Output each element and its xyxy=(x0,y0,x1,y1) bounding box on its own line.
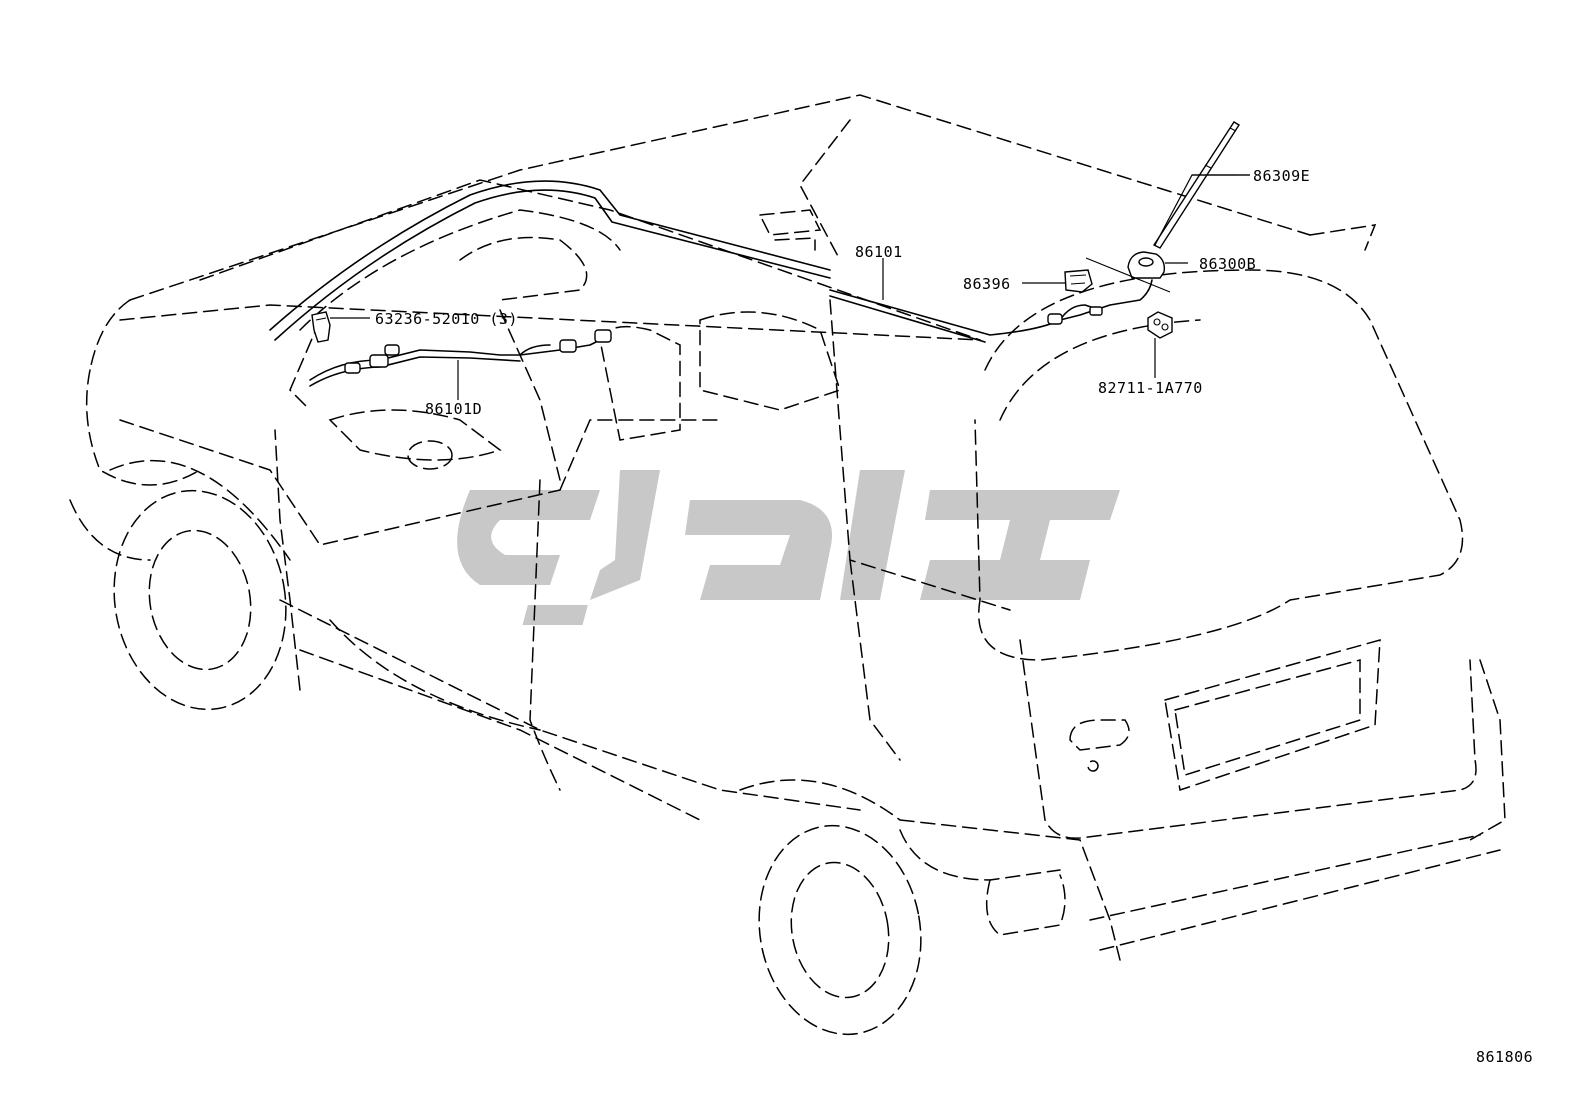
antenna-pole-part xyxy=(1152,121,1240,249)
label-86396: 86396 xyxy=(963,275,1011,293)
label-86309e: 86309E xyxy=(1253,167,1310,185)
label-86300b: 86300B xyxy=(1199,255,1256,273)
roof-rail xyxy=(269,180,831,341)
antenna-cable-86101 xyxy=(829,279,1153,343)
label-86101: 86101 xyxy=(855,243,903,261)
leader-lines xyxy=(330,174,1250,400)
label-86101d: 86101D xyxy=(425,400,482,418)
label-63236-52010: 63236-52010 (3) xyxy=(375,310,518,328)
label-82711-1a770: 82711-1A770 xyxy=(1098,379,1203,397)
antenna-cable-86101d xyxy=(309,329,612,387)
antenna-base-part xyxy=(1085,251,1171,293)
cable-clip-part xyxy=(311,311,331,343)
watermark-logo xyxy=(457,470,1120,625)
connector-part xyxy=(1147,311,1173,339)
grommet-part xyxy=(1064,269,1093,293)
figure-code: 861806 xyxy=(1476,1048,1533,1066)
